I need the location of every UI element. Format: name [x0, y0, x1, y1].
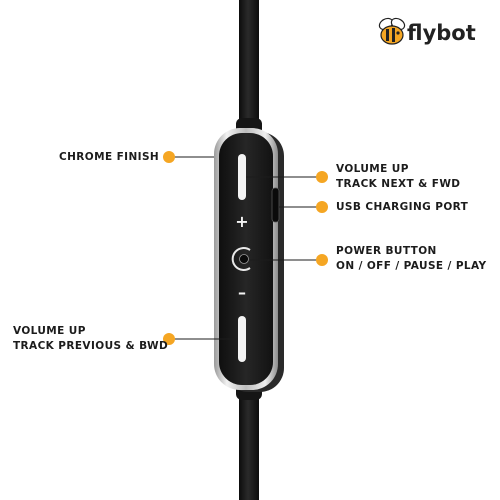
callout-volume-up-prev-line-2: TRACK PREVIOUS & BWD	[13, 339, 169, 352]
dot-power-button	[316, 254, 328, 266]
cable-top	[239, 0, 259, 135]
callout-volume-up-prev: VOLUME UP TRACK PREVIOUS & BWD	[13, 324, 168, 353]
minus-icon: –	[238, 283, 246, 302]
callout-volume-up-next-line-1: VOLUME UP	[336, 163, 409, 175]
callout-dots	[163, 151, 328, 345]
usb-charging-port[interactable]	[271, 187, 280, 223]
callout-power-button-line-1: POWER BUTTON	[336, 245, 437, 257]
dot-chrome-finish	[163, 151, 175, 163]
callout-chrome-finish: CHROME FINISH	[59, 150, 159, 165]
callout-volume-up-next-line-2: TRACK NEXT & FWD	[336, 177, 461, 190]
volume-down-button-icon[interactable]	[238, 316, 246, 362]
callout-usb-port-line-1: USB CHARGING PORT	[336, 201, 469, 213]
dot-usb-port	[316, 201, 328, 213]
callout-volume-up-prev-line-1: VOLUME UP	[13, 325, 86, 337]
callout-usb-port: USB CHARGING PORT	[336, 200, 468, 215]
plus-icon: +	[235, 212, 248, 231]
callout-volume-up-next: VOLUME UP TRACK NEXT & FWD	[336, 162, 460, 191]
volume-up-button-icon[interactable]	[238, 154, 246, 200]
dot-volume-up-prev	[163, 333, 175, 345]
cable-bottom	[239, 385, 259, 500]
callout-power-button: POWER BUTTON ON / OFF / PAUSE / PLAY	[336, 244, 487, 273]
brand-name: flybot	[407, 21, 476, 45]
bee-icon	[378, 17, 406, 45]
callout-chrome-finish-line-1: CHROME FINISH	[59, 151, 160, 163]
power-button-icon[interactable]	[231, 247, 251, 271]
callout-power-button-line-2: ON / OFF / PAUSE / PLAY	[336, 259, 487, 272]
dot-volume-up-next	[316, 171, 328, 183]
